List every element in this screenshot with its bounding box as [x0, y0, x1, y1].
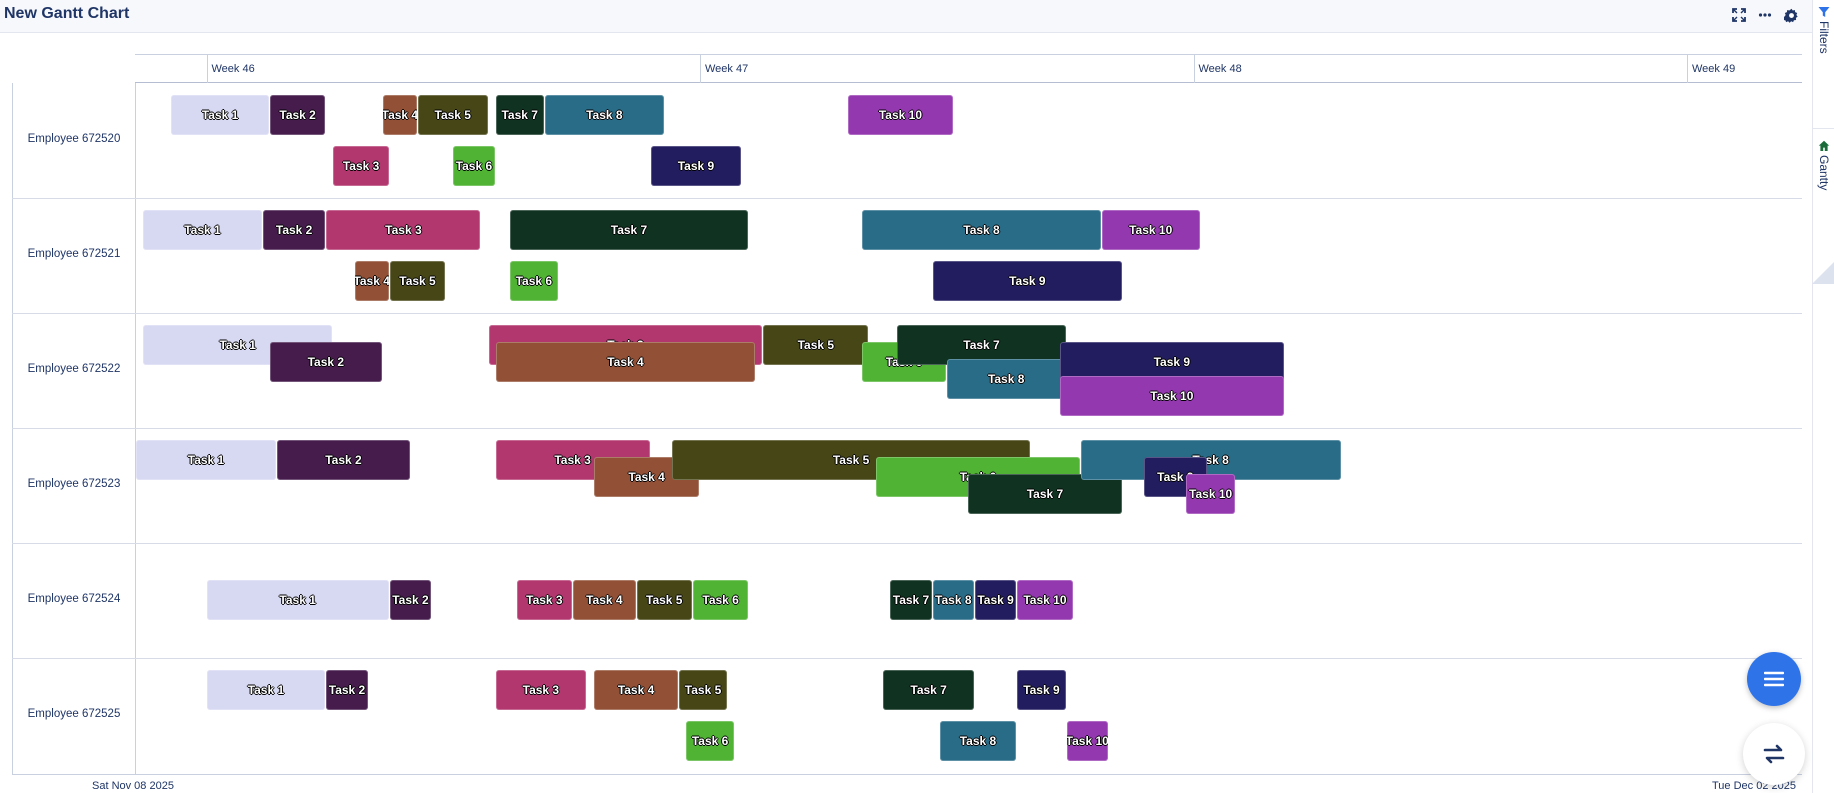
week-header-4: Week 49 — [1687, 55, 1834, 83]
more-icon[interactable] — [1756, 6, 1774, 24]
task-bar[interactable]: Task 5 — [763, 325, 869, 365]
task-bar[interactable]: Task 2 — [269, 342, 382, 382]
week-header-1: Week 46 — [206, 55, 701, 83]
task-bar[interactable]: Task 1 — [206, 670, 326, 710]
task-bar[interactable]: Task 9 — [932, 261, 1122, 301]
task-bar[interactable]: Task 5 — [678, 670, 728, 710]
task-bar[interactable]: Task 8 — [932, 580, 974, 620]
employee-row-label: Employee 672520 — [27, 132, 121, 145]
task-bar[interactable]: Task 6 — [692, 580, 749, 620]
row-divider — [12, 543, 1802, 544]
task-bar[interactable]: Task 7 — [509, 210, 749, 250]
swap-icon — [1763, 744, 1785, 764]
task-bar[interactable]: Task 10 — [1186, 474, 1235, 514]
task-bar[interactable]: Task 7 — [495, 95, 544, 135]
employee-row-label: Employee 672522 — [27, 362, 121, 375]
page-title: New Gantt Chart — [4, 5, 130, 22]
task-bar[interactable]: Task 6 — [685, 721, 735, 761]
task-bar[interactable]: Task 5 — [418, 95, 488, 135]
task-bar[interactable]: Task 10 — [1017, 580, 1073, 620]
task-bar[interactable]: Task 9 — [1017, 670, 1066, 710]
task-bar[interactable]: Task 7 — [890, 580, 932, 620]
gantty-tab-label: Gantty — [1817, 155, 1831, 191]
filters-tab-label: Filters — [1817, 21, 1831, 54]
gear-icon[interactable] — [1782, 6, 1800, 24]
task-bar[interactable]: Task 1 — [171, 95, 269, 135]
task-bar[interactable]: Task 7 — [883, 670, 974, 710]
task-bar[interactable]: Task 4 — [594, 670, 678, 710]
row-divider — [12, 198, 1802, 199]
task-bar[interactable]: Task 9 — [1059, 342, 1285, 382]
task-bar[interactable]: Task 4 — [495, 342, 756, 382]
start-date-label: Sat Nov 08 2025 — [92, 780, 174, 792]
employee-row-label: Employee 672521 — [27, 247, 121, 260]
task-bar[interactable]: Task 2 — [326, 670, 368, 710]
right-sidebar: Filters Gantty — [1812, 0, 1834, 793]
swap-fab-button[interactable] — [1743, 723, 1805, 785]
task-bar[interactable]: Task 9 — [650, 146, 742, 186]
task-bar[interactable]: Task 5 — [636, 580, 692, 620]
sidebar-divider — [1813, 128, 1834, 129]
week-header-2: Week 47 — [700, 55, 1194, 83]
task-bar[interactable]: Task 4 — [573, 580, 636, 620]
task-bar[interactable]: Task 2 — [262, 210, 326, 250]
row-divider — [12, 658, 1802, 659]
home-icon — [1818, 140, 1830, 151]
task-bar[interactable]: Task 8 — [544, 95, 664, 135]
row-divider — [12, 313, 1802, 314]
task-bar[interactable]: Task 2 — [277, 440, 410, 480]
task-bar[interactable]: Task 3 — [326, 210, 481, 250]
task-bar[interactable]: Task 8 — [862, 210, 1101, 250]
task-bar[interactable]: Task 3 — [333, 146, 389, 186]
row-divider — [12, 428, 1802, 429]
employee-row-label: Employee 672525 — [27, 707, 121, 720]
header-bar: New Gantt Chart — [0, 0, 1812, 33]
task-bar[interactable]: Task 10 — [1101, 210, 1200, 250]
task-bar[interactable]: Task 3 — [516, 580, 573, 620]
task-bar[interactable]: Task 9 — [974, 580, 1017, 620]
task-bar[interactable]: Task 2 — [269, 95, 326, 135]
task-bar[interactable]: Task 4 — [382, 95, 417, 135]
task-bar[interactable]: Task 1 — [143, 210, 262, 250]
gantt-grid — [12, 83, 1802, 775]
label-column-divider — [135, 83, 136, 775]
task-bar[interactable]: Task 10 — [1066, 721, 1108, 761]
menu-fab-button[interactable] — [1747, 652, 1801, 706]
task-bar[interactable]: Task 8 — [1080, 440, 1341, 480]
employee-row-label: Employee 672523 — [27, 477, 121, 490]
task-bar[interactable]: Task 6 — [453, 146, 495, 186]
menu-icon — [1764, 671, 1784, 687]
task-bar[interactable]: Task 6 — [509, 261, 558, 301]
filters-tab[interactable]: Filters — [1813, 6, 1834, 54]
task-bar[interactable]: Task 8 — [939, 721, 1017, 761]
task-bar[interactable]: Task 1 — [206, 580, 389, 620]
week-header-3: Week 48 — [1193, 55, 1688, 83]
task-bar[interactable]: Task 10 — [848, 95, 953, 135]
task-bar[interactable]: Task 7 — [967, 474, 1122, 514]
sidebar-fold-corner — [1812, 262, 1834, 284]
task-bar[interactable]: Task 8 — [946, 359, 1066, 399]
task-bar[interactable]: Task 2 — [389, 580, 432, 620]
fullscreen-icon[interactable] — [1730, 6, 1748, 24]
gantty-tab[interactable]: Gantty — [1813, 140, 1834, 190]
task-bar[interactable]: Task 3 — [495, 670, 587, 710]
task-bar[interactable]: Task 4 — [354, 261, 389, 301]
filter-icon — [1818, 7, 1830, 17]
task-bar[interactable]: Task 10 — [1059, 376, 1285, 416]
task-bar[interactable]: Task 1 — [136, 440, 276, 480]
employee-row-label: Employee 672524 — [27, 592, 121, 605]
task-bar[interactable]: Task 7 — [897, 325, 1066, 365]
task-bar[interactable]: Task 5 — [389, 261, 446, 301]
